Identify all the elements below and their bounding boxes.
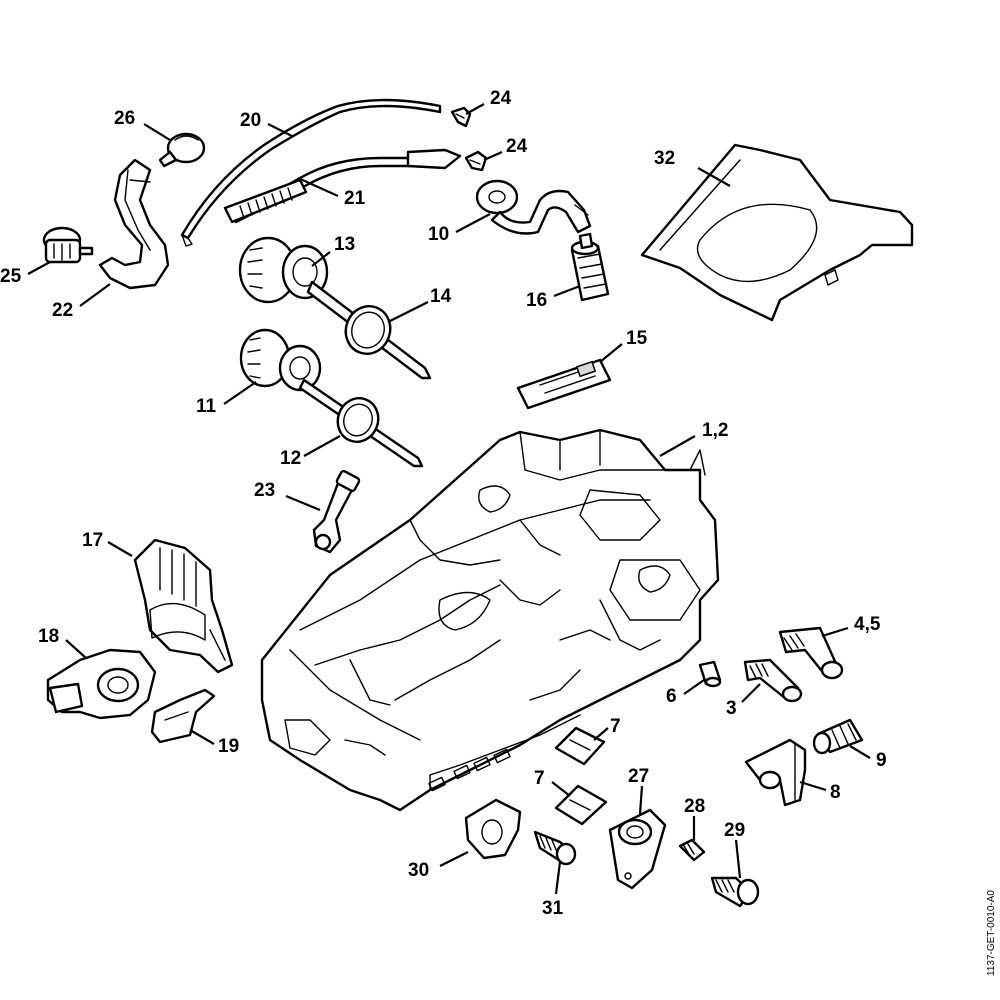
callout-25: 25 (0, 266, 22, 287)
part-32-cover-plate[interactable] (640, 143, 914, 322)
part-29-screw[interactable] (710, 876, 760, 908)
callout-7-upper: 7 (610, 716, 621, 737)
callout-13: 13 (334, 234, 355, 255)
callout-4-5: 4,5 (854, 614, 881, 635)
callout-32: 32 (654, 148, 675, 169)
callout-8: 8 (830, 782, 841, 803)
callout-31: 31 (542, 898, 564, 919)
part-21-hose[interactable] (223, 148, 462, 224)
callout-15: 15 (626, 328, 648, 349)
part-15-label[interactable] (516, 358, 612, 410)
callout-30: 30 (408, 860, 429, 881)
callout-26: 26 (114, 108, 135, 129)
callout-19: 19 (218, 736, 239, 757)
callout-11: 11 (196, 396, 217, 417)
part-10-pickup-tube[interactable] (475, 179, 592, 235)
part-22-bracket[interactable] (98, 158, 170, 290)
callout-27: 27 (628, 766, 649, 787)
part-16-filter[interactable] (570, 232, 610, 302)
part-7-spacer-upper[interactable] (554, 726, 606, 766)
part-25-valve[interactable] (42, 226, 94, 264)
callout-9: 9 (876, 750, 887, 771)
part-3-screw[interactable] (743, 658, 803, 703)
callout-22: 22 (52, 300, 73, 321)
callout-24-lower: 24 (506, 136, 528, 157)
part-24-fitting-lower[interactable] (464, 150, 488, 172)
part-27-bracket[interactable] (608, 808, 667, 890)
part-12-o-ring[interactable] (332, 392, 385, 447)
part-4-5-stud[interactable] (778, 626, 844, 680)
part-14-o-ring[interactable] (339, 300, 397, 360)
callout-6: 6 (666, 686, 677, 707)
callout-17: 17 (82, 530, 103, 551)
callout-3: 3 (726, 698, 737, 719)
part-17-guard[interactable] (133, 538, 234, 674)
callout-labels: 26 20 24 24 21 10 32 13 14 16 15 11 12 1… (0, 88, 887, 919)
leader-lines (27, 103, 871, 895)
part-6-bushing[interactable] (698, 660, 722, 688)
part-19-clip[interactable] (150, 688, 216, 744)
callout-14: 14 (430, 286, 452, 307)
callout-16: 16 (526, 290, 547, 311)
callout-23: 23 (254, 480, 275, 501)
part-30-bracket[interactable] (464, 798, 522, 860)
part-20-hose[interactable] (180, 98, 442, 247)
part-18-bracket[interactable] (46, 648, 157, 720)
part-23-elbow-tube[interactable] (312, 469, 361, 554)
callout-12: 12 (280, 448, 301, 469)
part-28-screw[interactable] (678, 838, 706, 862)
part-8-bracket[interactable] (744, 738, 807, 807)
part-26-cap[interactable] (158, 132, 206, 168)
document-id: 1137-GET-0010-A0 (986, 890, 997, 976)
callout-21: 21 (344, 188, 366, 209)
callout-1-2: 1,2 (702, 420, 728, 441)
callout-24-upper: 24 (490, 88, 512, 109)
part-9-screw[interactable] (812, 718, 864, 755)
callout-18: 18 (38, 626, 59, 647)
engine-housing-part[interactable] (260, 428, 720, 812)
callout-7-lower: 7 (534, 768, 545, 789)
part-24-fitting-upper[interactable] (450, 106, 472, 128)
callout-28: 28 (684, 796, 705, 817)
callout-10: 10 (428, 224, 449, 245)
callout-29: 29 (724, 820, 745, 841)
callout-20: 20 (240, 110, 261, 131)
part-31-screw[interactable] (533, 830, 577, 866)
